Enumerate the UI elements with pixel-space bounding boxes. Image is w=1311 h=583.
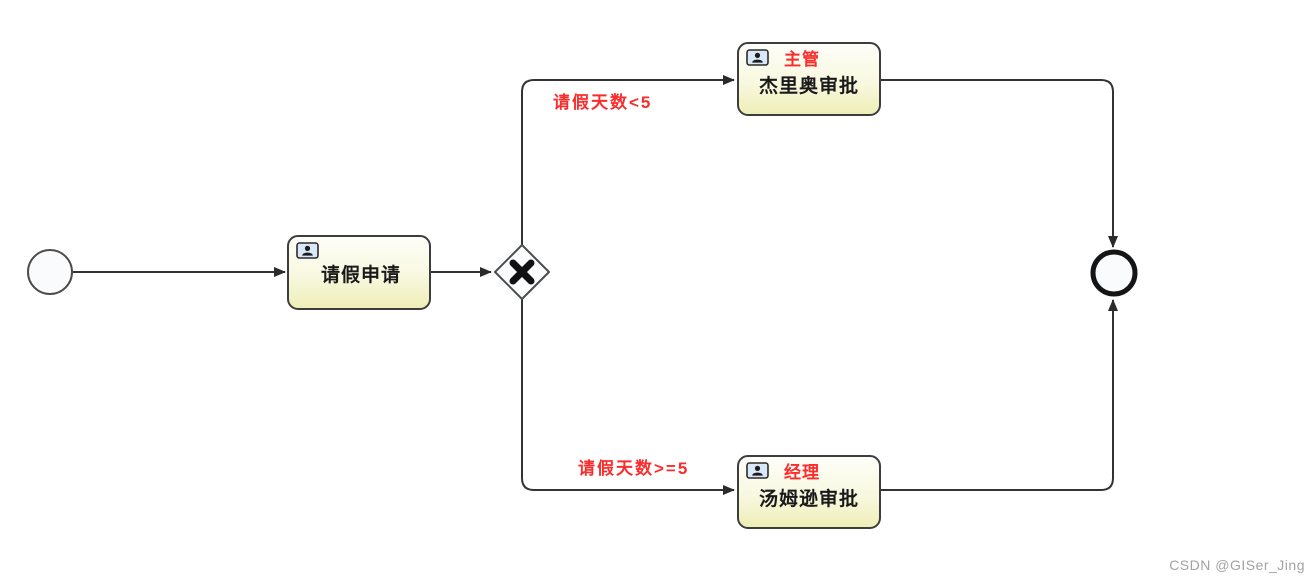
sequence-flows (72, 75, 1118, 495)
flow-gateway-to-supervisor[interactable] (521, 75, 735, 245)
task-supervisor-label: 杰里奥审批 (759, 74, 859, 97)
end-event[interactable] (1090, 249, 1138, 297)
task-supervisor-box (737, 42, 881, 116)
flow-gateway-to-manager[interactable] (521, 299, 735, 495)
task-supervisor-role: 主管 (784, 49, 820, 69)
task-leave-apply-box (287, 235, 431, 310)
task-leave-apply[interactable]: 请假申请 (287, 235, 431, 310)
user-task-icon (746, 462, 769, 479)
flow-manager-to-end[interactable] (880, 299, 1118, 491)
gateway-x-icon (509, 259, 535, 285)
task-manager-approve[interactable]: 经理 汤姆逊审批 (737, 455, 881, 529)
user-task-icon (296, 242, 319, 259)
task-manager-box (737, 455, 881, 529)
condition-label-gte5: 请假天数>=5 (578, 458, 689, 478)
task-manager-label: 汤姆逊审批 (759, 487, 859, 510)
task-leave-apply-label: 请假申请 (321, 263, 401, 286)
watermark: CSDN @GISer_Jing (1169, 557, 1305, 573)
exclusive-gateway[interactable] (494, 244, 550, 300)
task-supervisor-approve[interactable]: 主管 杰里奥审批 (737, 42, 881, 116)
condition-label-lt5: 请假天数<5 (553, 92, 652, 112)
flow-supervisor-to-end[interactable] (880, 79, 1118, 248)
user-task-icon (746, 49, 769, 66)
start-event[interactable] (27, 249, 73, 295)
task-manager-role: 经理 (784, 462, 820, 482)
